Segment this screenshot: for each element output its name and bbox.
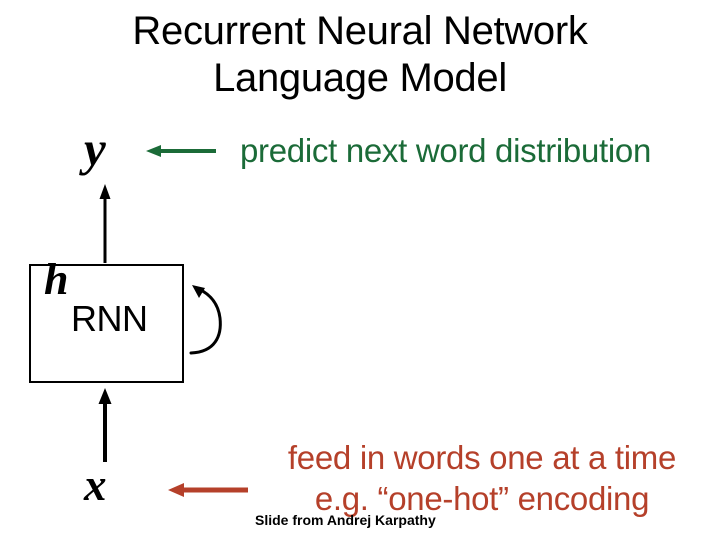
input-to-box-arrow <box>98 388 112 462</box>
output-variable-label: y <box>84 121 106 176</box>
page-title: Recurrent Neural Network Language Model <box>132 9 588 100</box>
box-to-output-arrow <box>99 184 111 263</box>
rnn-box <box>29 264 184 383</box>
input-annotation-text: feed in words one at a time e.g. “one-ho… <box>287 439 677 517</box>
output-annotation-text: predict next word distribution <box>240 132 652 169</box>
slide-credit: Slide from Andrej Karpathy <box>255 512 436 528</box>
hidden-state-variable-label: h <box>44 255 69 304</box>
rnn-box-label: RNN <box>71 298 148 339</box>
input-variable-label: x <box>84 460 107 510</box>
input-annotation-arrow <box>168 483 248 497</box>
output-annotation-arrow <box>146 145 216 157</box>
recurrent-loop-arrow <box>189 285 222 355</box>
